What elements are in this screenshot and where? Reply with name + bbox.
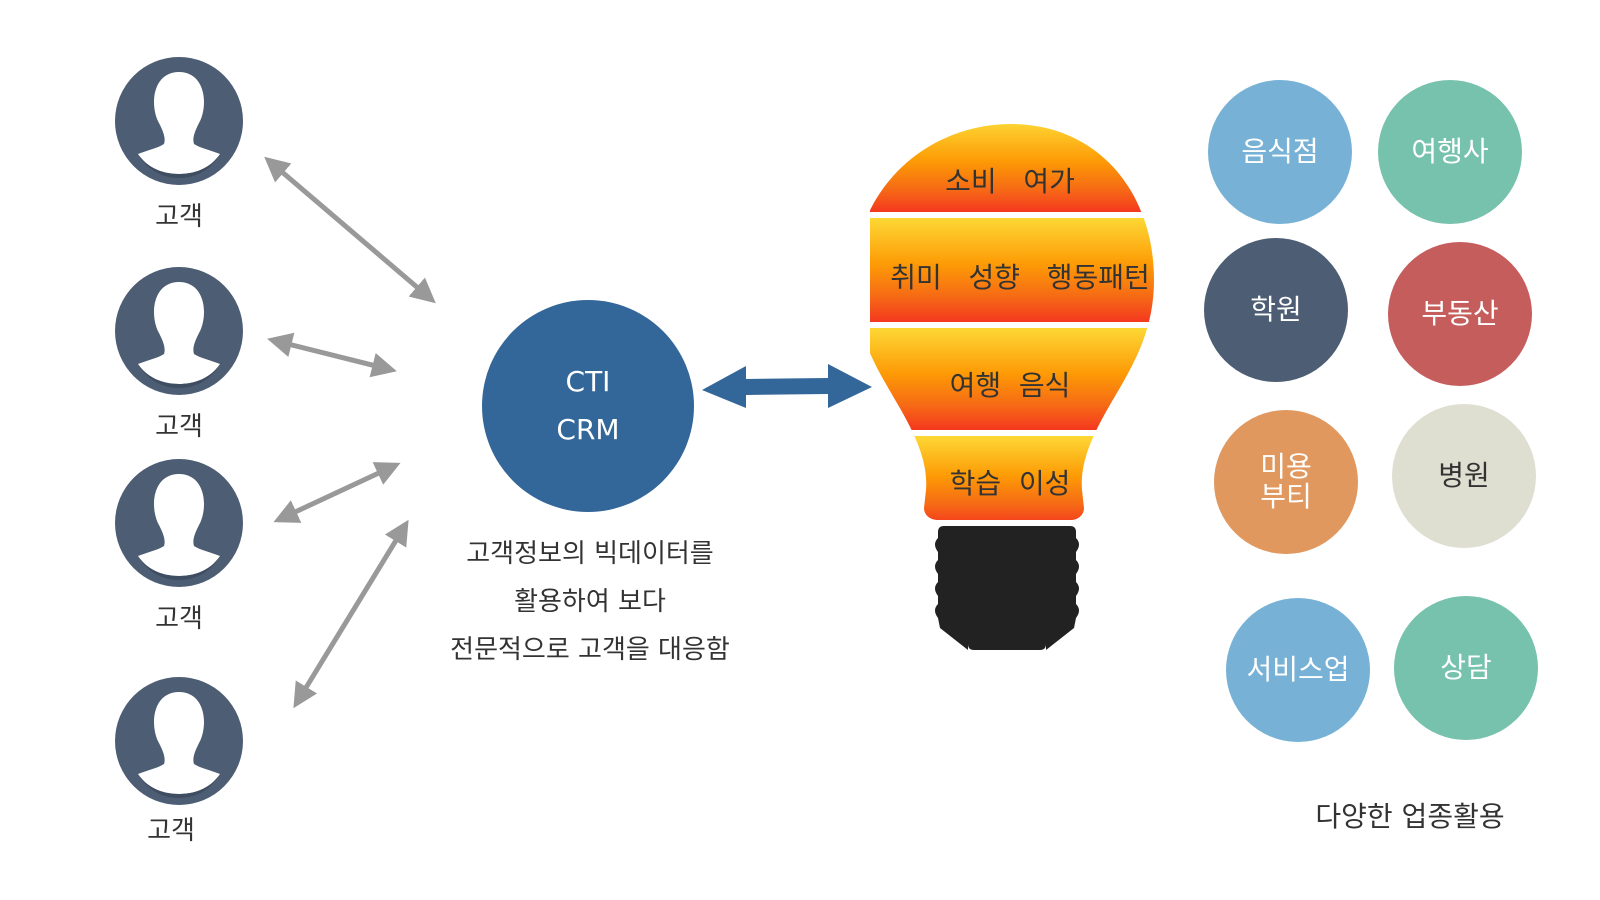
business-type-label: 부동산	[1421, 297, 1499, 330]
business-type-circle: 병원	[1392, 404, 1536, 548]
business-type-label: 서비스업	[1246, 653, 1350, 686]
customer-3-arrow	[273, 462, 401, 523]
customer-avatar	[114, 676, 244, 806]
crm-line-1: CTI	[565, 365, 611, 398]
customer-label: 고객	[155, 604, 203, 634]
person-icon	[115, 57, 243, 185]
customer-1-arrow	[264, 156, 436, 304]
business-type-circle: 학원	[1204, 238, 1348, 382]
crm-description-line: 활용하여 보다	[514, 587, 666, 617]
customer-2-arrow	[267, 332, 397, 378]
crm-description: 고객정보의 빅데이터를 활용하여 보다 전문적으로 고객을 대응함	[400, 530, 780, 674]
customer-avatar	[114, 458, 244, 588]
business-type-label: 병원	[1438, 459, 1490, 492]
crm-description-line: 전문적으로 고객을 대응함	[450, 635, 730, 665]
customer-label: 고객	[147, 816, 195, 846]
business-type-label: 상담	[1440, 651, 1492, 684]
lightbulb-icon	[870, 124, 1154, 650]
bulb-segment-2	[870, 218, 1154, 322]
customer-avatar	[114, 266, 244, 396]
crm-bulb-double-arrow	[702, 364, 872, 408]
person-icon	[115, 677, 243, 805]
customer-avatar	[114, 56, 244, 186]
bulb-segment-3-label: 여행 음식	[949, 369, 1071, 402]
bulb-base	[935, 526, 1079, 650]
business-type-circle: 상담	[1394, 596, 1538, 740]
cti-crm-circle: CTI CRM	[482, 300, 694, 512]
customer-4-arrow	[293, 519, 409, 709]
business-caption: 다양한 업종활용	[1315, 800, 1505, 833]
business-type-circle: 미용 부티	[1214, 410, 1358, 554]
business-type-circle: 서비스업	[1226, 598, 1370, 742]
person-icon	[115, 267, 243, 395]
business-type-label: 음식점	[1241, 135, 1319, 168]
business-type-circle: 음식점	[1208, 80, 1352, 224]
crm-line-2: CRM	[556, 413, 620, 446]
person-icon	[115, 459, 243, 587]
crm-description-line: 고객정보의 빅데이터를	[466, 539, 714, 569]
bulb-segment-2-label: 취미 성향 행동패턴	[890, 261, 1150, 294]
business-type-label: 미용 부티	[1260, 450, 1312, 513]
bulb-segment-1-label: 소비 여가	[945, 165, 1075, 198]
bulb-segment-4-label: 학습 이성	[949, 467, 1071, 500]
business-type-circle: 부동산	[1388, 242, 1532, 386]
business-type-circle: 여행사	[1378, 80, 1522, 224]
customer-label: 고객	[155, 202, 203, 232]
business-type-label: 학원	[1250, 293, 1302, 326]
customer-label: 고객	[155, 412, 203, 442]
business-type-label: 여행사	[1411, 135, 1489, 168]
